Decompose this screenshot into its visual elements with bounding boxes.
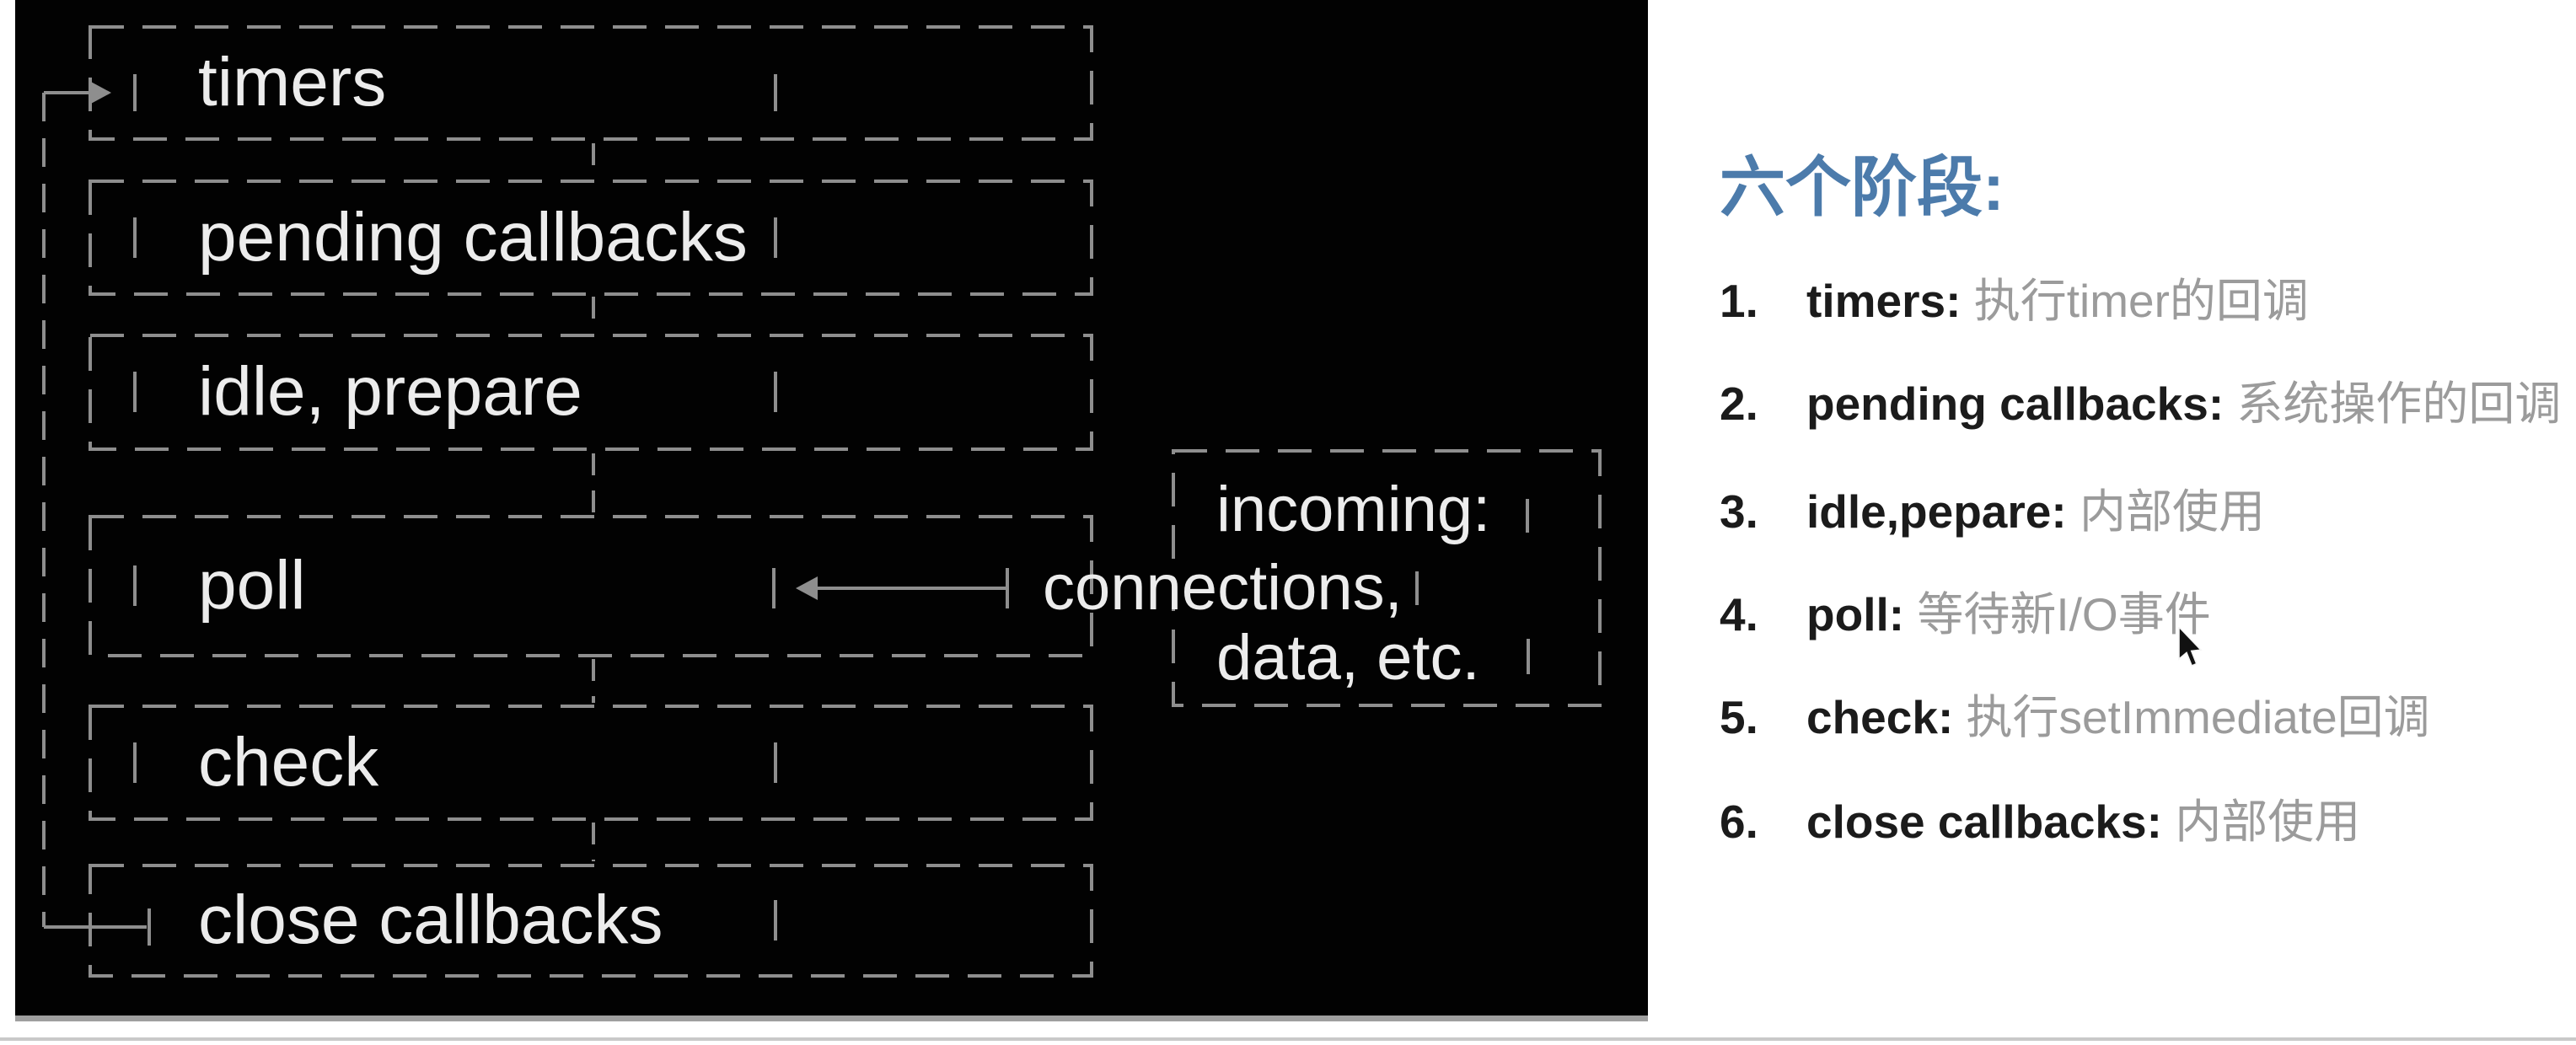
loop-arrowhead-icon <box>89 81 111 104</box>
phase-box-poll <box>89 515 1093 657</box>
phase-label-check: check <box>198 724 379 801</box>
list-item-timers: 1.timers: 执行timer的回调 <box>1720 275 2309 327</box>
page-title: 六个阶段: <box>1720 150 2004 224</box>
list-item-poll: 4.poll: 等待新I/O事件 <box>1720 588 2211 640</box>
item-number: 6. <box>1720 796 1758 848</box>
phase-box-pending <box>89 180 1093 296</box>
phase-label-timers: timers <box>198 44 387 121</box>
phase-box-idle <box>89 334 1093 451</box>
item-number: 1. <box>1720 275 1758 327</box>
item-label: check: <box>1806 691 1954 743</box>
phase-label-pending: pending callbacks <box>198 199 748 276</box>
bottom-divider <box>0 1037 2576 1041</box>
incoming-box-ticks <box>1415 499 1530 674</box>
phase-box-close <box>89 864 1093 978</box>
incoming-arrowhead-icon <box>796 576 818 600</box>
list-item-pending: 2.pending callbacks: 系统操作的回调 <box>1720 378 2562 430</box>
list-item-check: 5.check: 执行setImmediate回调 <box>1720 691 2430 743</box>
incoming-line-2: connections, <box>1043 552 1403 624</box>
item-label: close callbacks: <box>1806 796 2162 848</box>
event-loop-diagram-panel <box>15 0 1648 1021</box>
item-number: 3. <box>1720 485 1758 538</box>
mouse-cursor-icon <box>2177 625 2211 675</box>
phase-label-close: close callbacks <box>198 882 663 958</box>
incoming-line-3: data, etc. <box>1216 622 1480 694</box>
item-label: idle,pepare: <box>1806 485 2067 538</box>
list-item-idle: 3.idle,pepare: 内部使用 <box>1720 485 2266 538</box>
item-number: 5. <box>1720 691 1758 743</box>
phase-label-idle: idle, prepare <box>198 353 582 430</box>
list-item-close: 6.close callbacks: 内部使用 <box>1720 796 2361 848</box>
item-label: poll: <box>1806 588 1905 640</box>
item-label: timers: <box>1806 275 1962 327</box>
incoming-box <box>1172 449 1602 707</box>
item-desc <box>1961 275 1973 327</box>
phase-label-poll: poll <box>198 547 306 624</box>
incoming-line-1: incoming: <box>1216 474 1491 545</box>
item-number: 4. <box>1720 588 1758 640</box>
phase-box-check <box>89 705 1093 821</box>
item-label: pending callbacks: <box>1806 378 2224 430</box>
right-ticks <box>772 74 777 940</box>
item-number: 2. <box>1720 378 1758 430</box>
